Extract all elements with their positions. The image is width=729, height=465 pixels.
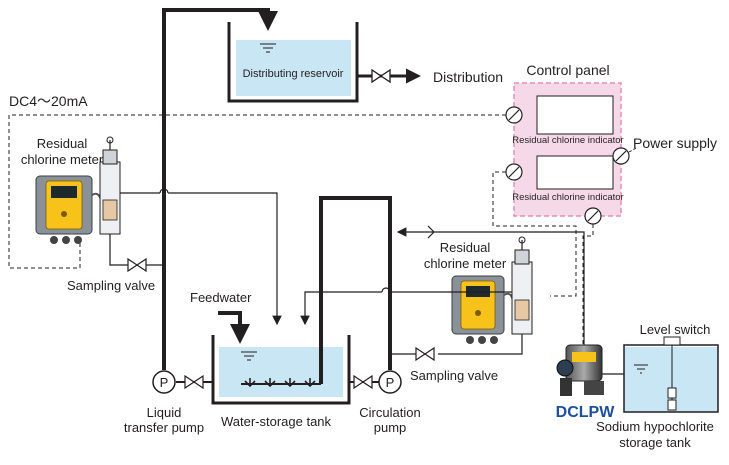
sodium-hypochlorite-storage-tank: Level switch Sodium hypochlorite storage… xyxy=(596,322,719,450)
feedwater-label: Feedwater xyxy=(190,290,252,305)
circulation-pump-label-2: pump xyxy=(374,420,407,435)
liquid-transfer-pump: P Liquid transfer pump xyxy=(124,370,213,435)
meter-icon xyxy=(35,136,121,244)
valve-icon xyxy=(427,225,435,239)
signal-line-right xyxy=(492,171,594,345)
valve-icon xyxy=(353,374,373,390)
distribution-label: Distribution xyxy=(433,69,503,85)
sampling-valve-right-label: Sampling valve xyxy=(410,368,498,383)
residual-chlorine-meter-left: Residual chlorine meter xyxy=(21,136,121,244)
distributing-reservoir: Distributing reservoir xyxy=(227,22,359,103)
meter-right-label-1: Residual xyxy=(440,240,491,255)
valve-icon xyxy=(415,346,435,362)
level-switch-label: Level switch xyxy=(640,322,711,337)
valve-icon xyxy=(371,68,391,84)
signal-line-left: DC4～20mA xyxy=(8,93,506,269)
metering-pump-icon xyxy=(556,344,604,396)
indicator-label-2: Residual chlorine indicator xyxy=(512,192,623,203)
water-storage-tank-label: Water-storage tank xyxy=(221,414,332,429)
residual-chlorine-meter-right: Residual chlorine meter xyxy=(424,236,533,344)
pump-symbol-right: P xyxy=(386,375,395,390)
supply-pipe xyxy=(162,8,278,370)
feedwater-inlet: Feedwater xyxy=(190,290,252,344)
meter-left-label-1: Residual xyxy=(37,136,88,151)
indicator-label-1: Residual chlorine indicator xyxy=(512,135,623,146)
pump-icon: P xyxy=(378,370,402,394)
control-panel: Control panel Residual chlorine indicato… xyxy=(512,62,624,217)
sampling-valve-left-label: Sampling valve xyxy=(67,278,155,293)
pump-symbol-left: P xyxy=(160,375,169,390)
pump-icon: P xyxy=(152,370,176,394)
power-supply-label: Power supply xyxy=(633,135,717,151)
valve-icon xyxy=(184,374,204,390)
storage-tank-label-1: Sodium hypochlorite xyxy=(596,419,714,434)
circulation-pump: P Circulation pump xyxy=(349,370,421,435)
power-supply: Power supply xyxy=(628,135,717,153)
storage-tank-label-2: storage tank xyxy=(619,435,691,450)
distributing-reservoir-label: Distributing reservoir xyxy=(243,68,344,80)
dc-signal-label: DC4～20mA xyxy=(9,93,88,109)
liquid-transfer-pump-label-1: Liquid xyxy=(147,405,182,420)
dclpw-metering-pump: DCLPW xyxy=(556,344,624,421)
pump-model-label: DCLPW xyxy=(556,404,616,421)
terminal-connectors xyxy=(505,106,630,225)
meter-left-label-2: chlorine meter xyxy=(21,152,104,167)
distribution-outlet: Distribution xyxy=(357,68,503,85)
dosing-line xyxy=(396,225,585,350)
meter-right-label-2: chlorine meter xyxy=(424,256,507,271)
liquid-transfer-pump-label-2: transfer pump xyxy=(124,420,204,435)
circulation-pipe xyxy=(319,196,392,384)
valve-icon xyxy=(127,257,147,273)
sampling-line-left: Sampling valve xyxy=(67,188,282,326)
control-panel-label: Control panel xyxy=(526,62,609,78)
sampling-line-right: Sampling valve xyxy=(300,287,523,383)
water-storage-tank: Water-storage tank xyxy=(211,335,351,429)
circulation-pump-label-1: Circulation xyxy=(359,405,420,420)
